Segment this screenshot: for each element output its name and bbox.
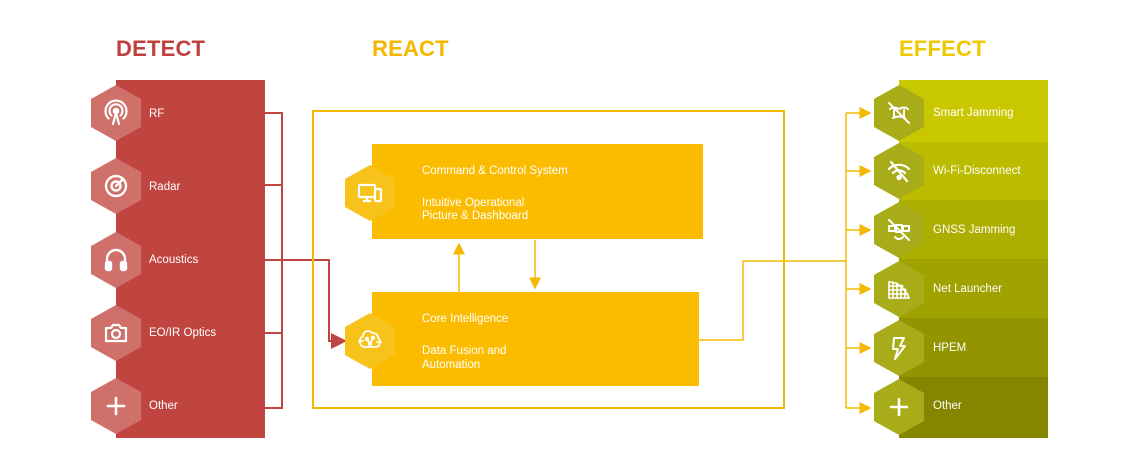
detect-label-rf: RF (149, 108, 165, 120)
command-title: Command & Control System (422, 165, 568, 177)
react-arrows (453, 240, 541, 292)
effect-connectors (699, 107, 872, 414)
effect-label-wifi-disconnect: Wi-Fi-Disconnect (933, 165, 1021, 177)
core-line1: Data Fusion and (422, 345, 507, 357)
effect-label-smart-jamming: Smart Jamming (933, 107, 1014, 119)
effect-label-other: Other (933, 400, 962, 412)
detect-label-radar: Radar (149, 181, 181, 193)
command-line1: Intuitive Operational (422, 197, 525, 209)
detect-heading: DETECT (116, 36, 206, 61)
effect-panel (899, 80, 1048, 438)
plus-icon (91, 378, 141, 434)
brain-circuit-icon (345, 313, 395, 369)
command-control-box (372, 144, 703, 239)
effect-label-net-launcher: Net Launcher (933, 283, 1003, 295)
detect-label-acoustics: Acoustics (149, 254, 199, 266)
react-frame (312, 110, 785, 409)
core-intelligence-box (372, 292, 699, 386)
detect-label-eo-ir: EO/IR Optics (149, 327, 217, 339)
effect-heading: EFFECT (899, 36, 986, 61)
effect-label-hpem: HPEM (933, 342, 967, 354)
detect-label-other: Other (149, 400, 178, 412)
devices-icon (345, 165, 395, 221)
camera-icon (91, 305, 141, 361)
effect-label-gnss-jamming: GNSS Jamming (933, 224, 1016, 236)
detect-connectors (265, 112, 347, 409)
command-line2: Picture & Dashboard (422, 210, 529, 222)
react-heading: REACT (372, 36, 449, 61)
core-line2: Automation (422, 359, 481, 371)
core-title: Core Intelligence (422, 313, 509, 325)
